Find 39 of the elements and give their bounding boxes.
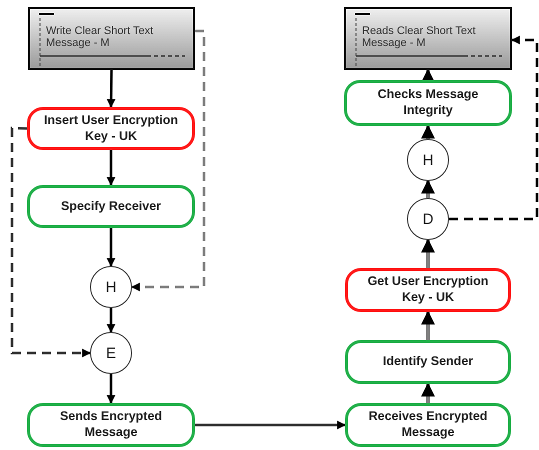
process-box	[27, 185, 195, 228]
arrow	[421, 310, 435, 340]
arrow	[421, 124, 435, 139]
process-box	[344, 80, 512, 126]
arrow	[106, 308, 116, 333]
process-box	[27, 403, 195, 447]
node-label: E	[106, 344, 116, 362]
arrow	[106, 228, 116, 267]
arrow	[421, 180, 435, 198]
arrow	[421, 382, 435, 403]
process-box	[345, 340, 511, 384]
arrow	[195, 420, 346, 430]
node-label: Specify Receiver	[60, 198, 162, 214]
operation-circle	[90, 332, 132, 374]
node-label: Identify Sender	[382, 354, 474, 370]
arrow	[106, 70, 116, 108]
arrow	[421, 238, 435, 268]
node-label: Reads Clear Short Text Message - M	[362, 24, 477, 48]
node-label: D	[422, 210, 434, 228]
operation-circle	[407, 139, 449, 181]
arrow	[10, 126, 91, 358]
key-step-box	[27, 107, 195, 150]
operation-circle	[407, 198, 449, 240]
node-label: Write Clear Short Text Message - M	[46, 24, 154, 48]
node-label: Checks Message Integrity	[376, 87, 480, 119]
operation-circle	[90, 266, 132, 308]
key-step-box	[345, 268, 511, 312]
arrow	[131, 30, 206, 292]
arrow	[106, 374, 116, 404]
process-box	[345, 403, 511, 447]
node-label: Sends Encrypted Message	[58, 409, 164, 441]
node-label: Insert User Encryption Key - UK	[42, 112, 180, 144]
arrow	[449, 36, 538, 220]
arrow	[421, 68, 435, 83]
arrow	[106, 150, 116, 186]
node-label: Receives Encrypted Message	[368, 409, 488, 441]
node-label: Get User Encryption Key - UK	[366, 274, 490, 306]
node-label: H	[106, 278, 116, 296]
node-label: H	[422, 152, 434, 168]
